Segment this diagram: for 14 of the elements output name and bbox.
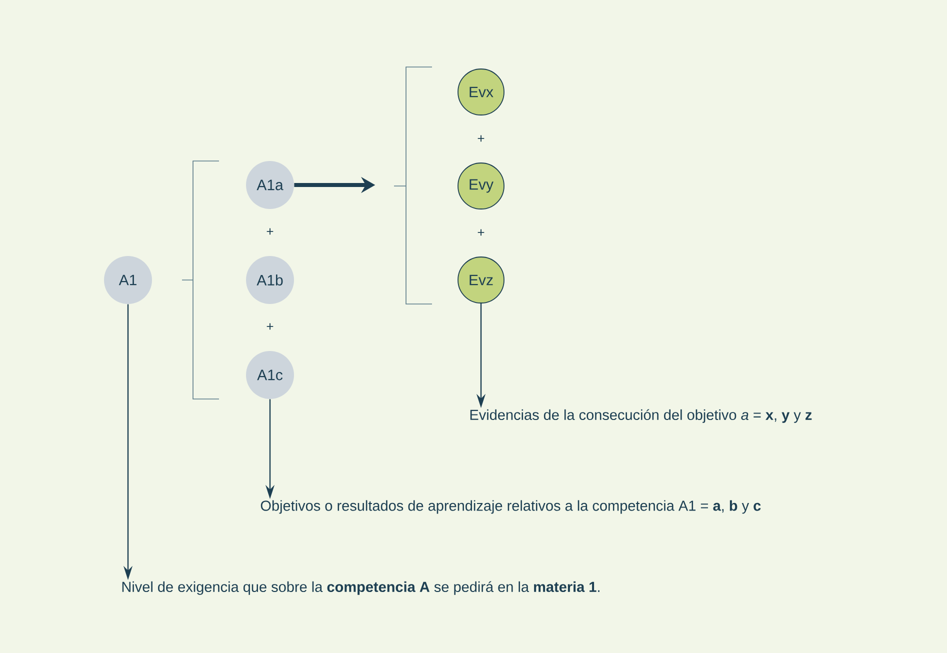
circle-node: A1a — [246, 161, 294, 209]
circle-node: Evz — [458, 256, 504, 304]
plus-sign: + — [478, 229, 484, 236]
text-label: Objetivos o resultados de aprendizaje relativos a la competencia A1 = a, b y c — [260, 500, 761, 514]
circle-node: A1b — [246, 256, 294, 304]
plus-sign: + — [266, 228, 274, 235]
circle-node: A1 — [104, 256, 152, 304]
text-label: Evidencias de la consecución del objetivo a = x, y y z — [470, 409, 812, 423]
circle-node: Evy — [458, 162, 504, 210]
plus-sign: + — [478, 135, 484, 142]
plus-sign: + — [266, 323, 274, 330]
circle-node: A1c — [246, 351, 294, 399]
circle-node: Evx — [458, 68, 504, 116]
text-label: Nivel de exigencia que sobre la competencia A se pedirá en la materia 1. — [122, 581, 600, 595]
